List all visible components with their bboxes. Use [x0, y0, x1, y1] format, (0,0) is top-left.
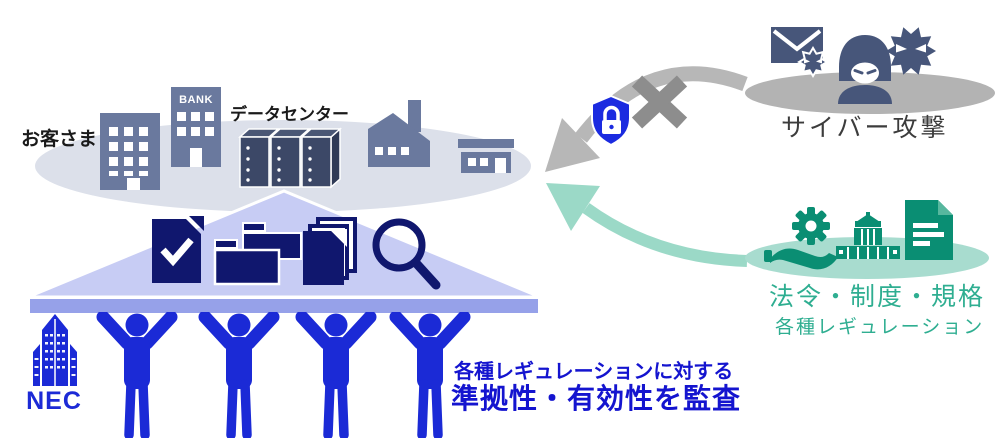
- customer-label: お客さま: [21, 129, 98, 150]
- supporter-person-icon: [205, 314, 273, 436]
- audit-caption-line1: 各種レギュレーションに対する: [454, 361, 734, 383]
- bank-building-icon: [171, 87, 221, 167]
- folders-icon: [213, 222, 302, 286]
- factory-icon: [368, 100, 430, 167]
- regulations-main-label: 法令・制度・規格: [769, 283, 986, 311]
- cyber-attack-label: サイバー攻撃: [781, 114, 949, 142]
- gear-hand-icon: [764, 207, 838, 270]
- malware-virus-icon: [797, 46, 829, 78]
- shield-lock-icon: [591, 94, 631, 147]
- magnifier-icon: [372, 218, 441, 290]
- nec-logo-label: NEC: [26, 387, 82, 415]
- document-check-icon: [152, 216, 204, 283]
- datacenter-label: データセンター: [230, 105, 349, 124]
- regulation-document-icon: [905, 200, 953, 260]
- server-racks-icon: [238, 127, 342, 189]
- regulation-arrow: [546, 183, 748, 267]
- supporter-person-icon: [302, 314, 370, 436]
- virus-icon: [886, 27, 936, 75]
- nec-tower-icon: [33, 314, 77, 386]
- bank-sign-label: BANK: [179, 94, 213, 106]
- envelope-malware-icon: [771, 27, 829, 78]
- block-x-icon: [631, 75, 688, 129]
- audit-caption-line2: 準拠性・有効性を監査: [451, 383, 742, 414]
- store-icon: [458, 139, 514, 173]
- supporter-person-icon: [103, 314, 171, 436]
- hacker-icon: [838, 35, 892, 104]
- office-building-icon: [100, 113, 160, 190]
- government-building-icon: [836, 212, 900, 259]
- lock-icon: [603, 105, 620, 120]
- stacked-papers-icon: [303, 217, 357, 285]
- regulations-sub-label: 各種レギュレーション: [775, 317, 985, 338]
